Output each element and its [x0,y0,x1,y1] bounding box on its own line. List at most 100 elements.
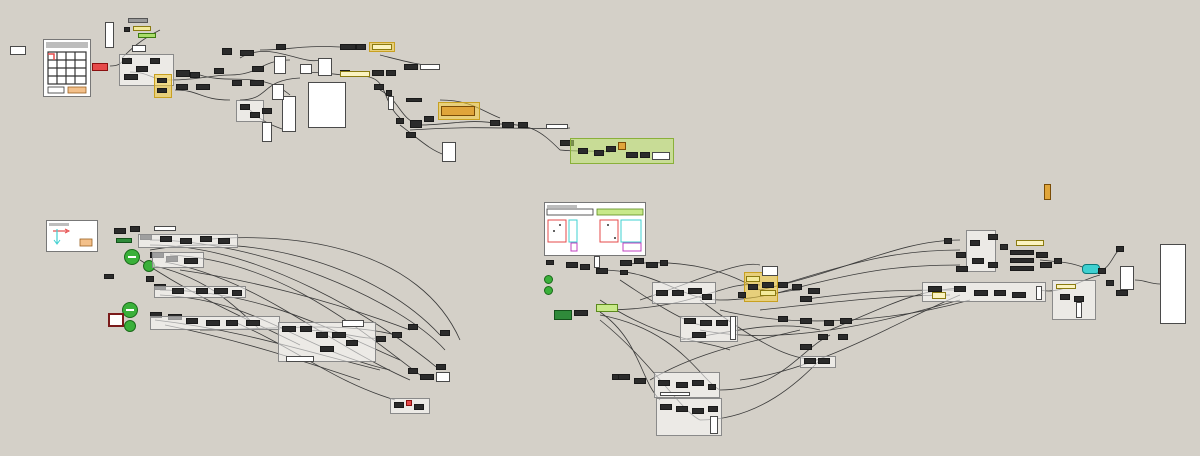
component-node[interactable] [1010,250,1034,255]
component-node[interactable] [1116,290,1128,296]
component-node[interactable] [136,66,148,72]
panel-node[interactable] [342,320,364,327]
panel-node[interactable] [1120,266,1134,290]
component-node[interactable] [160,236,172,242]
component-node[interactable] [414,404,424,410]
component-node[interactable] [972,258,984,264]
component-node[interactable] [190,72,200,78]
component-node[interactable] [232,290,242,296]
component-node[interactable] [970,240,980,246]
component-node[interactable] [392,332,402,338]
panel-node[interactable] [262,122,272,142]
component-node[interactable] [1010,266,1034,271]
panel-node[interactable] [308,82,346,128]
component-node[interactable] [988,234,998,240]
component-node[interactable] [738,292,746,298]
component-node[interactable] [944,238,952,244]
component-node[interactable] [146,276,154,282]
component-node[interactable] [408,324,418,330]
component-node[interactable] [580,264,590,270]
param-node[interactable] [441,106,475,116]
param-node[interactable] [116,238,132,243]
component-node[interactable] [316,332,328,338]
component-node[interactable] [252,66,264,72]
component-node[interactable] [386,90,392,96]
component-node[interactable] [692,408,704,414]
component-node[interactable] [206,320,220,326]
component-node[interactable] [596,268,608,274]
component-node[interactable] [1012,292,1026,298]
red-panel-node[interactable] [406,400,412,406]
param-node[interactable] [760,290,776,296]
scribble-node[interactable] [128,18,148,23]
component-node[interactable] [406,98,422,102]
component-node[interactable] [708,384,716,390]
component-node[interactable] [157,88,167,93]
component-node[interactable] [150,58,160,64]
component-node[interactable] [676,382,688,388]
component-node[interactable] [606,146,616,152]
component-node[interactable] [974,290,988,296]
component-node[interactable] [200,236,212,242]
component-node[interactable] [748,284,758,290]
component-node[interactable] [196,288,208,294]
component-node[interactable] [184,258,198,264]
panel-node[interactable] [730,316,736,340]
red-panel-node[interactable] [92,63,108,71]
component-node[interactable] [214,68,224,74]
component-node[interactable] [574,310,588,316]
panel-node[interactable] [318,58,332,76]
component-node[interactable] [1000,244,1008,250]
param-node[interactable] [1056,284,1076,289]
component-node[interactable] [1036,252,1048,258]
panel-node[interactable] [442,142,456,162]
component-node[interactable] [124,27,130,32]
panel-node[interactable] [286,356,314,362]
toggle-icon[interactable] [122,302,138,318]
panel-node[interactable] [132,45,146,52]
component-node[interactable] [840,318,852,324]
component-node[interactable] [620,270,628,275]
component-node[interactable] [172,288,184,294]
component-node[interactable] [672,290,684,296]
param-node[interactable] [1044,184,1051,200]
component-node[interactable] [824,320,834,326]
component-node[interactable] [246,320,260,326]
component-node[interactable] [546,260,554,265]
component-node[interactable] [300,326,312,332]
component-node[interactable] [376,336,386,342]
param-node[interactable] [340,71,370,77]
component-node[interactable] [578,148,588,154]
component-node[interactable] [196,84,210,90]
component-node[interactable] [1106,280,1114,286]
component-node[interactable] [928,286,942,292]
component-node[interactable] [394,402,404,408]
preview-panel[interactable] [46,220,98,252]
component-node[interactable] [594,150,604,156]
component-node[interactable] [792,284,802,290]
component-node[interactable] [620,260,632,266]
number-slider[interactable] [108,313,124,327]
component-node[interactable] [424,116,434,122]
component-node[interactable] [396,118,404,124]
panel-node[interactable] [546,124,568,129]
component-node[interactable] [646,262,658,268]
param-node[interactable] [932,292,946,299]
component-node[interactable] [436,364,446,370]
panel-node[interactable] [710,416,718,434]
component-node[interactable] [282,326,296,332]
component-node[interactable] [320,346,334,352]
component-node[interactable] [566,262,578,268]
component-node[interactable] [240,50,254,56]
component-node[interactable] [676,406,688,412]
panel-node[interactable] [10,46,26,55]
component-node[interactable] [130,226,140,232]
preview-panel[interactable] [544,202,646,256]
component-node[interactable] [374,84,384,90]
component-node[interactable] [1098,268,1106,274]
component-node[interactable] [250,80,264,86]
component-node[interactable] [994,290,1006,296]
component-node[interactable] [800,318,812,324]
component-node[interactable] [1054,258,1062,264]
panel-node[interactable] [1036,286,1042,300]
